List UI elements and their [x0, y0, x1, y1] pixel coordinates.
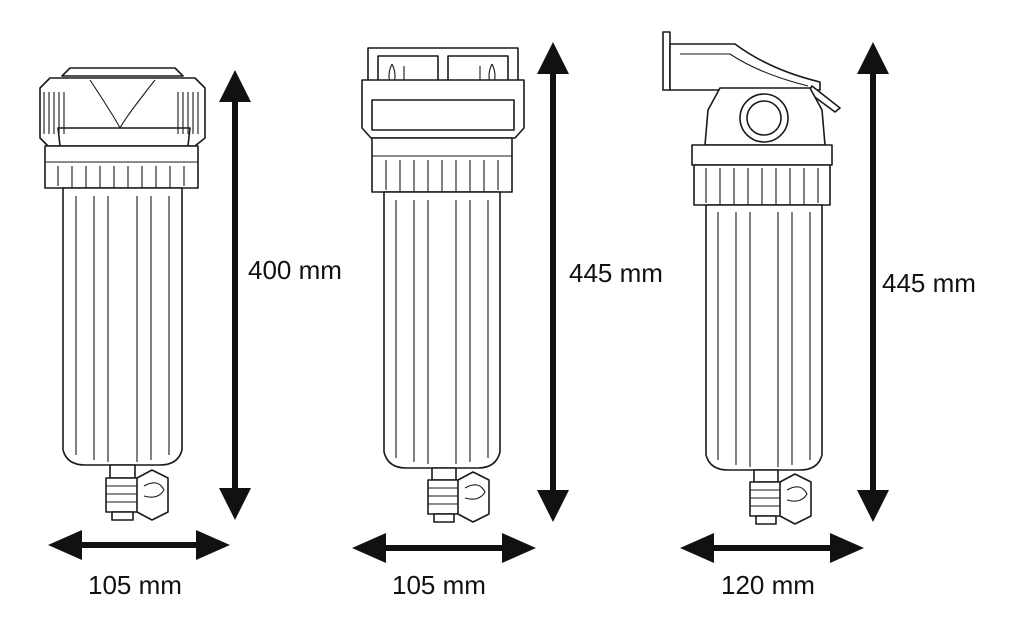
filter-3-height-label: 445 mm: [882, 268, 976, 298]
filter-1-housing: [39, 67, 206, 521]
filter-3-height-arrow: [857, 42, 889, 522]
filter-2-housing: [361, 47, 525, 523]
filter-3-housing: [662, 31, 841, 525]
filter-3-width-label: 120 mm: [721, 570, 815, 600]
filter-2-height-arrow: [537, 42, 569, 522]
filter-2-width-label: 105 mm: [392, 570, 486, 600]
filter-1-height-arrow: [219, 70, 251, 520]
filter-2-width-arrow: [352, 533, 536, 563]
filter-1-width-arrow: [48, 530, 230, 560]
filter-1-height-label: 400 mm: [248, 255, 342, 285]
filter-2-height-label: 445 mm: [569, 258, 663, 288]
filter-1-width-label: 105 mm: [88, 570, 182, 600]
filter-3-width-arrow: [680, 533, 864, 563]
